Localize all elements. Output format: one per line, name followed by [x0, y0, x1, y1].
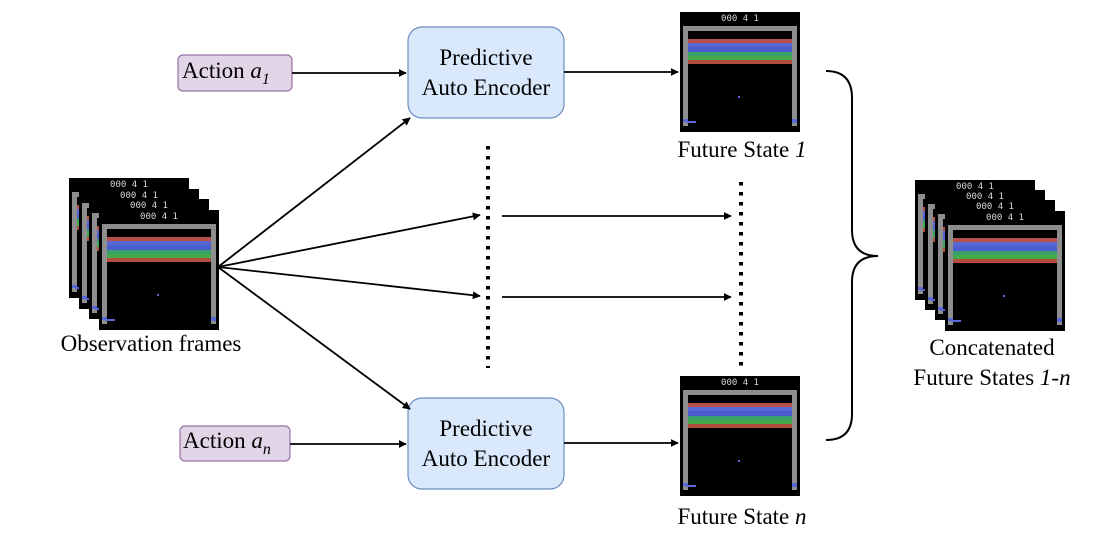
concatenated-label-line2: Future States 1-n	[913, 365, 1070, 390]
encoder-1-line2: Auto Encoder	[422, 75, 551, 100]
future-state-1-label: Future State 1	[677, 137, 806, 162]
action-n-label: Action an	[183, 428, 271, 458]
observation-frames-stack	[69, 178, 219, 330]
arrow-obs-to-middle-1	[217, 212, 481, 268]
action-1-label: Action a1	[182, 58, 270, 88]
encoder-n-box: Predictive Auto Encoder	[407, 397, 565, 490]
future-state-1-frame	[680, 12, 800, 132]
concatenated-label-line1: Concatenated	[929, 335, 1055, 360]
arrows	[217, 68, 732, 448]
encoder-n-line1: Predictive	[439, 416, 532, 441]
curly-brace	[825, 70, 879, 441]
encoder-n-line2: Auto Encoder	[422, 446, 551, 471]
action-n-box: Action an	[179, 425, 291, 462]
arrow-obs-to-middle-2	[217, 266, 481, 300]
arrow-obs-to-encodern	[217, 266, 411, 410]
observation-frames-label: Observation frames	[61, 331, 242, 356]
encoder-1-box: Predictive Auto Encoder	[407, 26, 565, 119]
future-state-n-label: Future State n	[677, 504, 806, 529]
encoder-1-line1: Predictive	[439, 45, 532, 70]
concatenated-frames-stack	[915, 180, 1065, 331]
arrow-obs-to-encoder1	[217, 117, 411, 268]
action-1-box: Action a1	[177, 54, 293, 92]
future-state-n-frame	[680, 376, 800, 496]
